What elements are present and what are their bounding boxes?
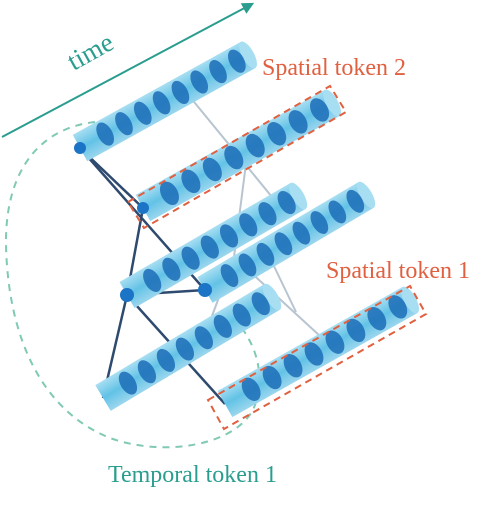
token-cell (202, 157, 222, 182)
spatial-token-2-box (126, 84, 348, 230)
token-cell (239, 213, 258, 237)
spatial-token-1-box (206, 284, 428, 431)
token-cell (224, 145, 244, 170)
token-cell (274, 232, 293, 256)
tube-end-cap (288, 182, 308, 210)
temporal-token-1-label: Temporal token 1 (108, 462, 277, 488)
token-cell (220, 264, 239, 287)
token-cell (346, 318, 366, 343)
token-tubes (72, 41, 420, 418)
tube-end-cap (400, 286, 420, 314)
tube-end-cap (356, 181, 376, 209)
token-cell (367, 306, 387, 331)
token-cell (118, 371, 138, 395)
token-cell (251, 292, 270, 316)
graph-node (74, 142, 86, 154)
token-cell (190, 70, 209, 94)
token-cell (328, 200, 347, 224)
token-cell (159, 181, 179, 206)
time-arrow (1, 2, 255, 138)
graph-node (137, 202, 149, 214)
token-cell (310, 98, 330, 122)
token-cell (232, 303, 251, 327)
token-cell (181, 169, 201, 194)
tube-end-cap (239, 41, 257, 69)
token-cell (156, 348, 176, 372)
token-cell (325, 330, 345, 354)
tube-end-cap (323, 89, 341, 117)
token-cell (283, 354, 303, 378)
token-cell (288, 110, 308, 134)
token-cell (219, 224, 239, 248)
token-cell (194, 326, 213, 350)
tube-end-cap (262, 283, 282, 311)
token-cell (96, 122, 114, 146)
token-cell (292, 221, 311, 245)
token-cell (133, 101, 152, 125)
token-cell (209, 60, 227, 84)
token-cell (346, 189, 365, 213)
token-tube (119, 182, 308, 308)
token-cell (143, 268, 162, 292)
token-tube (95, 283, 282, 411)
token-cell (175, 337, 195, 361)
token-cell (171, 80, 190, 104)
token-cell (162, 257, 181, 281)
token-cell (181, 246, 200, 270)
graph-nodes (74, 142, 212, 302)
token-cell (262, 365, 282, 390)
token-cell (388, 295, 408, 319)
token-cell (228, 49, 246, 73)
token-tube (72, 41, 257, 162)
token-cell (241, 377, 261, 401)
token-cell (245, 133, 265, 158)
token-cell (200, 235, 219, 259)
token-tube (217, 286, 420, 418)
token-cell (304, 342, 324, 366)
spatial-token-1-label: Spatial token 1 (326, 258, 470, 284)
token-cell (267, 122, 287, 146)
token-cell (258, 202, 277, 226)
token-cell (256, 242, 275, 266)
graph-node (198, 283, 212, 297)
token-cell (277, 191, 296, 215)
token-tube (135, 89, 341, 222)
graph-node (120, 288, 134, 302)
token-cell (152, 91, 171, 115)
spatial-token-2-label: Spatial token 2 (262, 55, 406, 81)
token-tube (197, 181, 376, 303)
token-cell (238, 253, 257, 277)
token-cell (115, 112, 133, 136)
token-cell (310, 211, 329, 234)
token-cell (213, 314, 232, 338)
token-cell (137, 360, 157, 384)
